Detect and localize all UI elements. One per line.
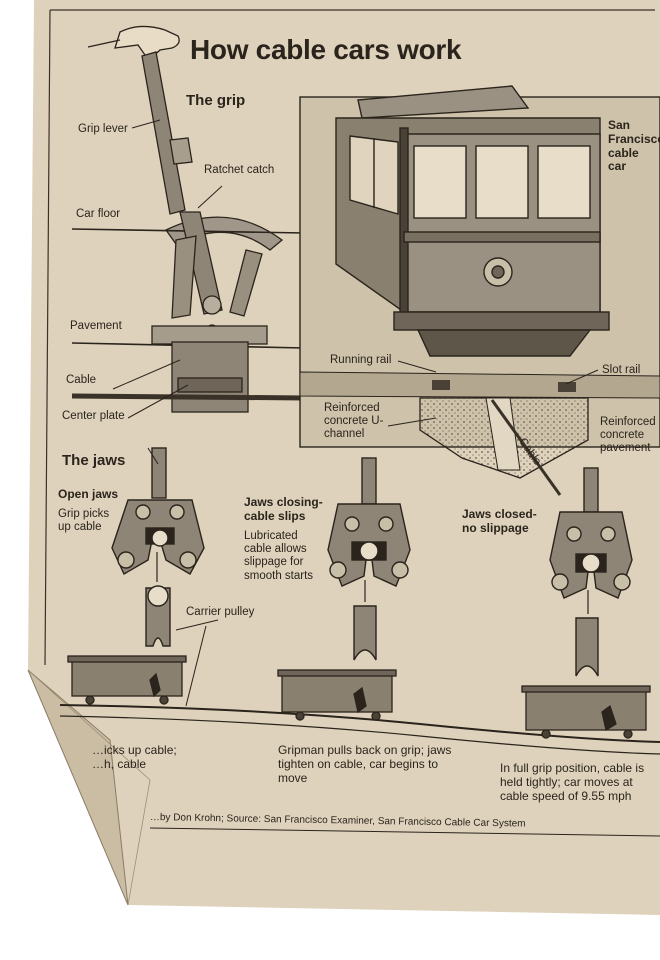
stage-2-title: Jaws closing- cable slips [244,495,323,523]
label-running-rail: Running rail [330,354,392,366]
label-ratchet-catch: Ratchet catch [204,164,275,176]
cable-car-panel [299,85,660,496]
label-u-channel: Reinforced concrete U-channel [324,402,384,441]
car-one [67,655,187,705]
label-pavement: Pavement [70,320,122,332]
closing-jaws-illustration [327,457,411,661]
open-jaws-illustration [111,447,205,647]
stage-2-caption: Gripman pulls back on grip; jaws tighten… [278,743,452,785]
stage-2-note: Lubricated cable allows slippage for smo… [244,530,314,582]
page-border [44,9,655,666]
street-track [59,704,660,743]
jaws-diagrams [111,447,633,707]
label-grip-lever: Grip lever [78,123,128,135]
jaws-heading: The jaws [62,452,126,469]
grip-diagram [71,25,306,419]
label-carrier-pulley: Carrier pulley [186,606,255,618]
stage-3-title: Jaws closed- no slippage [462,507,537,535]
stage-1-title: Open jaws [58,487,119,501]
label-cable-car-name: San Francisco cable car [608,119,660,174]
label-slot-rail: Slot rail [602,364,641,376]
car-two [277,669,397,721]
car-three [521,685,651,739]
page-title: How cable cars work [190,34,462,65]
grip-heading: The grip [186,92,246,109]
stage-1-caption: …icks up cable; …h, cable [92,743,177,771]
stage-1-note: Grip picks up cable [58,508,110,534]
label-center-plate: Center plate [62,410,125,422]
cable-car-illustration [335,85,610,357]
stage-3-caption: In full grip position, cable is held tig… [500,761,645,803]
closed-jaws-illustration [549,467,633,677]
label-reinforced-pavement: Reinforced concrete pavement [600,416,656,455]
track-and-cars [59,655,660,837]
label-car-floor: Car floor [76,208,121,220]
label-cable: Cable [66,374,97,386]
